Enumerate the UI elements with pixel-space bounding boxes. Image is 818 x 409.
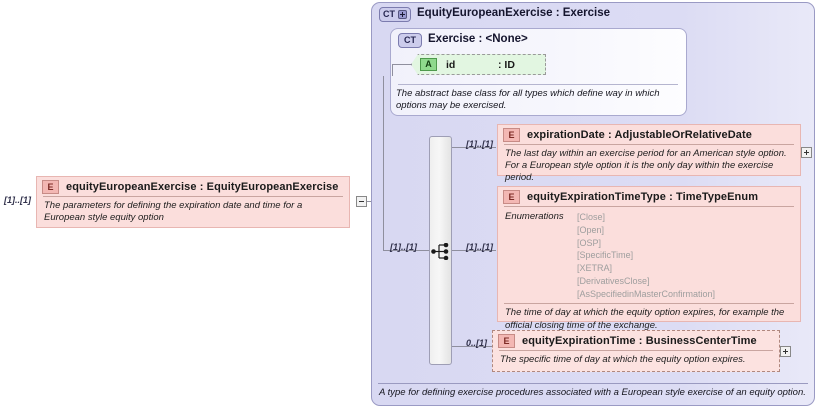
divider — [499, 350, 773, 351]
element-badge-icon: E — [503, 190, 520, 204]
enumeration-item: [OSP] — [577, 237, 602, 248]
element-badge-icon: E — [42, 180, 59, 194]
element-box-expiration-date[interactable]: E expirationDate : AdjustableOrRelativeD… — [497, 124, 801, 183]
element-title: equityEuropeanExercise : EquityEuropeanE… — [66, 181, 339, 193]
enumeration-item: [DerivativesClose] — [577, 275, 650, 286]
complex-type-title: EquityEuropeanExercise : Exercise — [417, 7, 611, 19]
element-badge-icon: E — [498, 334, 515, 348]
element-documentation: The specific time of day at which the eq… — [500, 354, 746, 365]
element-title: expirationDate : AdjustableOrRelativeDat… — [527, 129, 752, 141]
enumerations-section: Enumerations [Close] [Open] [OSP] [Speci… — [498, 207, 800, 303]
base-type-documentation: The abstract base class for all types wh… — [396, 88, 660, 112]
element-badge-icon: E — [503, 128, 520, 142]
complex-type-badge-label: CT — [383, 9, 395, 19]
base-type-divider — [398, 84, 678, 85]
connector-left-spine — [383, 76, 384, 250]
child-3-cardinality: 0..[1] — [466, 338, 488, 348]
element-box-equity-expiration-time-type[interactable]: E equityExpirationTimeType : TimeTypeEnu… — [497, 186, 801, 331]
base-type-title: Exercise : <None> — [428, 33, 528, 45]
enumeration-item: [Open] — [577, 224, 605, 235]
expand-plus-icon-expiration-date[interactable] — [801, 147, 812, 158]
attribute-badge-icon: A — [420, 58, 437, 71]
element-documentation: The parameters for defining the expirati… — [44, 200, 303, 224]
element-documentation: The time of day at which the equity opti… — [505, 307, 785, 331]
connector-branch-3 — [452, 346, 496, 347]
sequence-compositor-bar[interactable] — [429, 136, 452, 365]
divider — [504, 206, 794, 207]
enumeration-item: [XETRA] — [577, 263, 613, 274]
element-title: equityExpirationTime : BusinessCenterTim… — [522, 335, 757, 347]
connector-branch-1 — [452, 147, 496, 148]
container-divider — [378, 383, 808, 384]
element-header: E equityExpirationTimeType : TimeTypeEnu… — [498, 187, 800, 206]
divider — [504, 303, 794, 305]
expand-plus-icon-complex-type[interactable] — [398, 10, 407, 19]
element-documentation: The last day within an exercise period f… — [505, 148, 787, 184]
base-type-badge-label: CT — [404, 35, 416, 45]
attribute-type: : ID — [498, 58, 515, 71]
child-1-cardinality: [1]..[1] — [466, 139, 493, 149]
expand-plus-icon-equity-expiration-time[interactable] — [780, 346, 791, 357]
element-header: E equityExpirationTime : BusinessCenterT… — [493, 331, 779, 350]
base-type-badge[interactable]: CT — [398, 33, 422, 48]
attribute-box-id[interactable]: A id : ID — [411, 54, 546, 75]
enumerations-list: [Close] [Open] [OSP] [SpecificTime] [XET… — [577, 211, 715, 300]
compositor-cardinality: [1]..[1] — [390, 242, 417, 252]
complex-type-badge[interactable]: CT — [379, 7, 411, 22]
attribute-name: id — [446, 58, 456, 71]
enumeration-item: [SpecificTime] — [577, 250, 634, 261]
divider — [43, 196, 343, 197]
child-2-cardinality: [1]..[1] — [466, 242, 493, 252]
connector-to-attribute — [392, 64, 412, 65]
divider — [504, 144, 794, 145]
connector-spine-to-sequence — [383, 250, 429, 251]
collapse-minus-icon-root[interactable] — [356, 196, 367, 207]
element-box-equity-expiration-time[interactable]: E equityExpirationTime : BusinessCenterT… — [492, 330, 780, 372]
element-header: E expirationDate : AdjustableOrRelativeD… — [498, 125, 800, 144]
complex-type-documentation: A type for defining exercise procedures … — [379, 387, 806, 398]
connector-branch-2 — [452, 250, 496, 251]
enumeration-item: [AsSpecifiedinMasterConfirmation] — [577, 288, 716, 299]
connector-attribute-vertical — [392, 64, 393, 76]
root-element-cardinality: [1]..[1] — [4, 195, 31, 205]
enumerations-label: Enumerations — [505, 211, 564, 222]
element-box-equity-european-exercise[interactable]: E equityEuropeanExercise : EquityEuropea… — [36, 176, 350, 228]
element-header: E equityEuropeanExercise : EquityEuropea… — [37, 177, 349, 196]
sequence-icon — [431, 242, 450, 265]
enumeration-item: [Close] — [577, 212, 606, 222]
element-title: equityExpirationTimeType : TimeTypeEnum — [527, 191, 759, 203]
